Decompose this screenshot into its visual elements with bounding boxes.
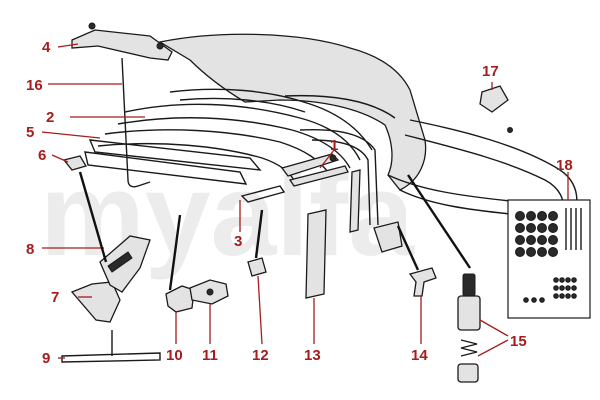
arrow-wingnut (396, 225, 420, 271)
callout-3: 3 (234, 233, 243, 250)
callout-2: 2 (46, 109, 55, 126)
linkage-pivot (329, 154, 337, 162)
arrow-clip-rod (168, 214, 182, 291)
callout-13: 13 (304, 347, 321, 364)
hinge-bracket-part (373, 221, 403, 253)
hardware-kit-grommets (515, 211, 558, 257)
front-rail (169, 88, 373, 151)
leader-lines (41, 43, 569, 359)
knob-cap-part (462, 273, 476, 297)
rear-window-seam-2 (404, 134, 565, 213)
spring-part (460, 339, 478, 357)
callout-11: 11 (202, 347, 218, 364)
hardware-kit-pins (565, 208, 582, 250)
clip-bracket-part (247, 257, 267, 277)
callout-16: 16 (26, 77, 43, 94)
leader-15b (477, 339, 509, 357)
callout-12: 12 (252, 347, 269, 364)
frame-bow-2 (117, 117, 351, 169)
callout-9: 9 (42, 350, 51, 367)
arrow-bracket (254, 209, 264, 259)
leader-15a (479, 319, 509, 337)
side-rail-upper (88, 139, 262, 171)
locating-rod-part (61, 352, 161, 363)
leader-12 (257, 275, 263, 345)
rear-bow (284, 94, 396, 119)
rear-window-seam (409, 119, 578, 216)
arrow-latch (78, 171, 108, 263)
knob-body-part (457, 295, 481, 331)
strap-buckle (107, 251, 133, 273)
callout-15: 15 (510, 333, 527, 350)
callout-4: 4 (42, 39, 51, 56)
leader-1 (319, 149, 335, 169)
roof-clip-screw (507, 127, 513, 133)
header-bar-part (71, 29, 173, 61)
leader-5 (41, 131, 101, 139)
support-rod-part (121, 57, 151, 188)
header-bar-stud-right (156, 42, 164, 50)
catch-plate-part (165, 285, 195, 313)
pivot-bracket-part (240, 185, 286, 203)
callout-18: 18 (556, 157, 573, 174)
arrow-hinge (407, 174, 471, 269)
callout-1: 1 (330, 137, 339, 154)
callout-17: 17 (482, 63, 499, 80)
callout-7: 7 (51, 289, 60, 306)
callout-10: 10 (166, 347, 183, 364)
strap-part (99, 235, 151, 293)
callout-14: 14 (411, 347, 428, 364)
arched-hoop-2 (311, 139, 371, 226)
callout-5: 5 (26, 124, 35, 141)
leader-4 (57, 43, 79, 48)
pointer-arrows (78, 171, 471, 291)
strap-rail-part (349, 169, 361, 233)
wing-nut-part (408, 267, 437, 297)
callout-8: 8 (26, 241, 35, 258)
arched-hoop (299, 128, 379, 226)
front-rail-2 (179, 97, 306, 113)
striker-hole (206, 288, 214, 296)
long-plate-part (305, 209, 327, 299)
callout-6: 6 (38, 147, 47, 164)
leader-6 (51, 154, 69, 163)
sleeve-part (457, 363, 479, 383)
linkage-arm-part-2 (288, 165, 349, 187)
roof-clip-part (479, 85, 509, 113)
linkage-arm-part (280, 153, 340, 177)
frame-bow-1 (124, 103, 361, 161)
hardware-kit-screws (523, 277, 577, 303)
hinge-clamp-part (70, 281, 121, 323)
front-latch-part (62, 155, 87, 171)
side-rail-lower (84, 151, 248, 185)
header-bar-stud-left (88, 22, 96, 30)
